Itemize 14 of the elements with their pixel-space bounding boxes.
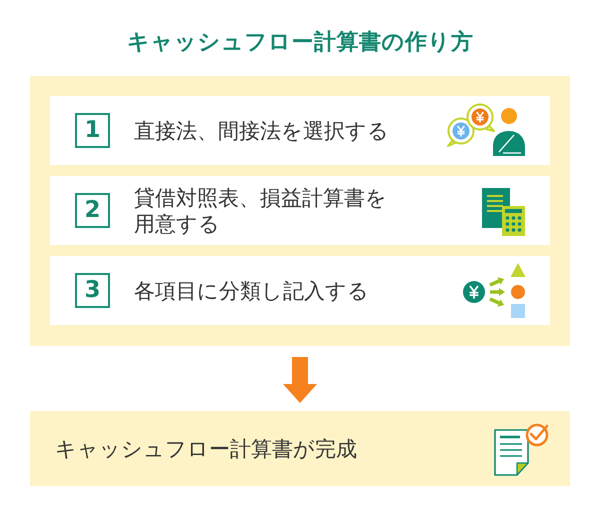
arrow: [283, 357, 317, 403]
step-number: 1: [75, 113, 110, 148]
step-card: [50, 176, 550, 245]
step-text: 貸借対照表、損益計算書を用意する: [134, 184, 388, 236]
result-text: キャッシュフロー計算書が完成: [55, 436, 358, 462]
step-number: 2: [75, 193, 110, 228]
step-card: [50, 256, 550, 325]
step-text: 直接法、間接法を選択する: [134, 118, 390, 144]
step-text: 各項目に分類し記入する: [134, 278, 370, 304]
step-number: 3: [75, 273, 110, 308]
result-panel: [30, 411, 570, 486]
step-card: [50, 96, 550, 165]
title: キャッシュフロー計算書の作り方: [126, 28, 474, 57]
steps-panel: [30, 76, 570, 346]
